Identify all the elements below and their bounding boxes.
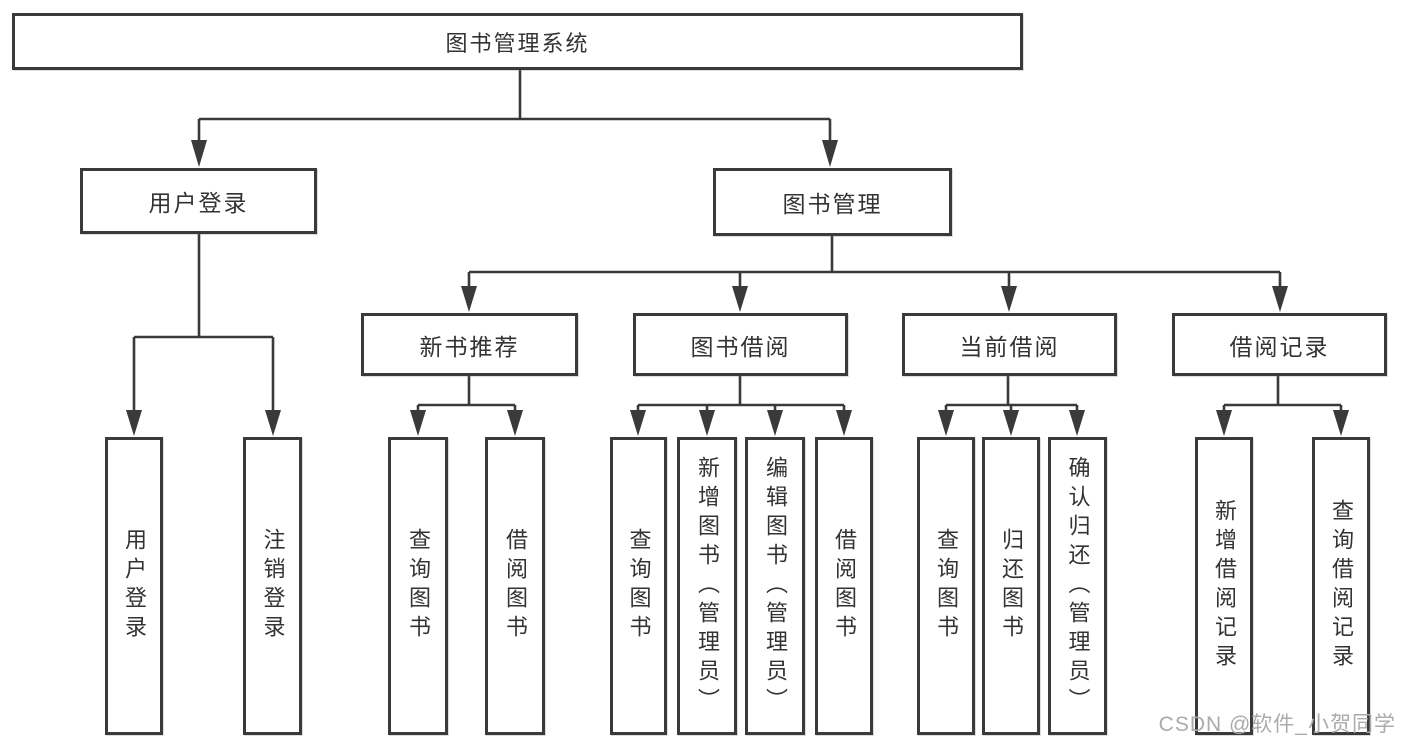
leaf-user-login: 用户登录	[105, 437, 163, 735]
node-book-borrowing: 图书借阅	[633, 313, 848, 376]
node-borrowing-records: 借阅记录	[1172, 313, 1387, 376]
leaf-nb-borrow-books: 借阅图书	[485, 437, 545, 735]
node-book-management: 图书管理	[713, 168, 952, 236]
leaf-nb-query-books: 查询图书	[388, 437, 448, 735]
leaf-bb-query-books: 查询图书	[610, 437, 667, 735]
node-root-system: 图书管理系统	[12, 13, 1023, 70]
node-current-borrowing: 当前借阅	[902, 313, 1117, 376]
leaf-bb-add-books-admin: 新增图书（管理员）	[677, 437, 737, 735]
leaf-br-add-record: 新增借阅记录	[1195, 437, 1253, 735]
leaf-cb-query-books: 查询图书	[917, 437, 975, 735]
leaf-cb-confirm-return-admin: 确认归还（管理员）	[1048, 437, 1107, 735]
connector-book-borrowing-children	[630, 376, 852, 436]
leaf-br-query-record: 查询借阅记录	[1312, 437, 1370, 735]
connector-borrowing-records-children	[1216, 376, 1349, 436]
leaf-logout: 注销登录	[243, 437, 302, 735]
leaf-bb-borrow-books: 借阅图书	[815, 437, 873, 735]
connector-book-management-children	[461, 235, 1288, 312]
leaf-bb-edit-books-admin: 编辑图书（管理员）	[745, 437, 805, 735]
leaf-cb-return-books: 归还图书	[982, 437, 1040, 735]
connector-current-borrowing-children	[938, 376, 1085, 436]
connector-user-login-children	[126, 233, 281, 436]
csdn-watermark: CSDN @软件_小贺同学	[1158, 713, 1396, 736]
connector-root-to-level2	[191, 70, 838, 167]
node-user-login: 用户登录	[80, 168, 317, 234]
connector-new-book-recommend-children	[410, 376, 523, 436]
node-new-book-recommend: 新书推荐	[361, 313, 578, 376]
